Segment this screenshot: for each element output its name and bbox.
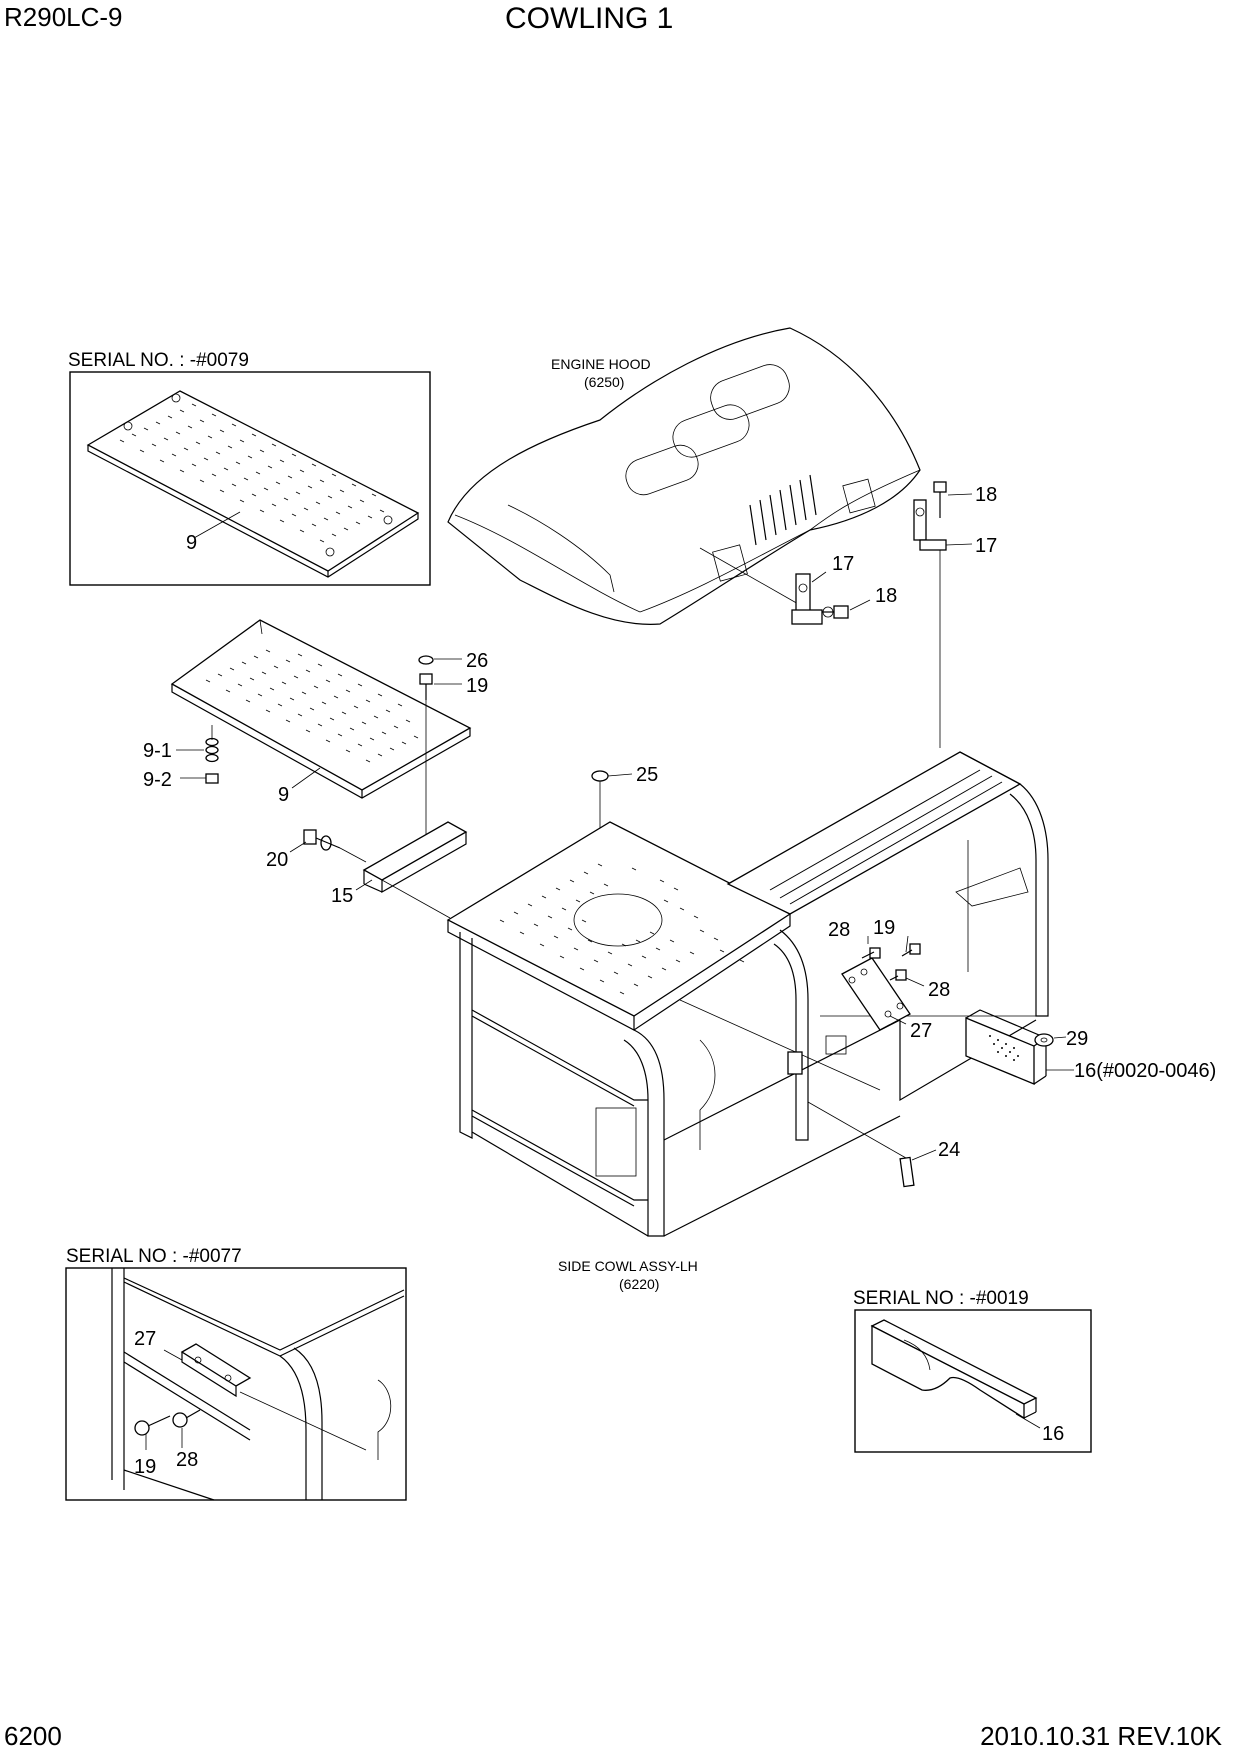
inset-box-serial-0019	[854, 1309, 1092, 1453]
latch-17-lower-drawing	[791, 573, 823, 625]
inset-bolt-19-drawing	[134, 1415, 171, 1436]
bolt-19-top-drawing	[419, 673, 433, 700]
inset-plate-perforations	[119, 403, 385, 543]
callout-9-main: 9	[278, 784, 289, 806]
bolt-18-upper-drawing	[933, 481, 947, 518]
side-cowl-frame-drawing	[446, 751, 1049, 1237]
bolt-28-lower-drawing	[889, 969, 907, 981]
callout-28-upper: 28	[828, 919, 850, 941]
bracket-15-drawing	[362, 821, 468, 894]
washer-29-drawing	[1034, 1033, 1054, 1047]
callout-18-upper: 18	[975, 484, 997, 506]
callout-17-upper: 17	[975, 535, 997, 557]
inset-serial-label-0079: SERIAL NO. : -#0079	[68, 350, 249, 371]
callout-18-lower: 18	[875, 585, 897, 607]
inset-bolt-28-drawing	[172, 1409, 201, 1428]
step-plate-9-drawing	[170, 619, 472, 799]
part-24-drawing	[899, 1156, 915, 1188]
callout-25: 25	[636, 764, 658, 786]
inset-callout-28: 28	[176, 1449, 198, 1471]
inset-callout-27: 27	[134, 1328, 156, 1350]
inset-serial-label-0077: SERIAL NO : -#0077	[66, 1246, 242, 1267]
callout-9-2: 9-2	[143, 769, 172, 791]
revision-date: 2010.10.31 REV.10K	[980, 1721, 1223, 1751]
callout-27: 27	[910, 1020, 932, 1042]
callout-16-range: 16(#0020-0046)	[1074, 1060, 1216, 1082]
callout-9-1: 9-1	[143, 740, 172, 762]
callout-15: 15	[331, 885, 353, 907]
inset-box-serial-0079	[69, 371, 431, 586]
callout-20: 20	[266, 849, 288, 871]
nut-9-2	[205, 773, 219, 784]
callout-28-lower: 28	[928, 979, 950, 1001]
engine-hood-ref: (6250)	[584, 374, 624, 390]
page-title: COWLING 1	[505, 2, 673, 35]
bolt-20-drawing	[303, 829, 341, 851]
callout-19-top: 19	[466, 675, 488, 697]
inset-step-plate-drawing	[86, 390, 420, 578]
inset-callout-19: 19	[134, 1456, 156, 1478]
inset-serial-label-0019: SERIAL NO : -#0019	[853, 1288, 1029, 1309]
engine-hood-drawing	[447, 327, 921, 625]
callout-24: 24	[938, 1139, 960, 1161]
callout-26: 26	[466, 650, 488, 672]
callout-9-inset: 9	[186, 532, 197, 554]
side-cowl-ref: (6220)	[619, 1276, 659, 1292]
inset-callout-16: 16	[1042, 1423, 1064, 1445]
inset-box-serial-0077	[65, 1267, 407, 1501]
callout-19-mid: 19	[873, 917, 895, 939]
callout-17-lower: 17	[832, 553, 854, 575]
latch-17-upper-drawing	[913, 499, 947, 551]
bolt-28-upper-drawing	[861, 947, 881, 959]
callout-29: 29	[1066, 1028, 1088, 1050]
page-number: 6200	[4, 1721, 62, 1751]
engine-hood-label: ENGINE HOOD	[551, 356, 651, 372]
bolt-18-lower-drawing	[822, 605, 849, 619]
inset-part-16-drawing	[870, 1319, 1038, 1420]
bolt-19-mid-drawing	[901, 943, 921, 957]
plate-27-drawing	[841, 957, 911, 1031]
model-number: R290LC-9	[4, 2, 123, 32]
cap-26-drawing	[418, 655, 434, 665]
side-cowl-label: SIDE COWL ASSY-LH	[558, 1258, 698, 1274]
washer-9-1-stack	[205, 737, 219, 763]
inset-bracket-27-drawing	[111, 1268, 405, 1501]
cap-25-drawing	[591, 770, 609, 782]
